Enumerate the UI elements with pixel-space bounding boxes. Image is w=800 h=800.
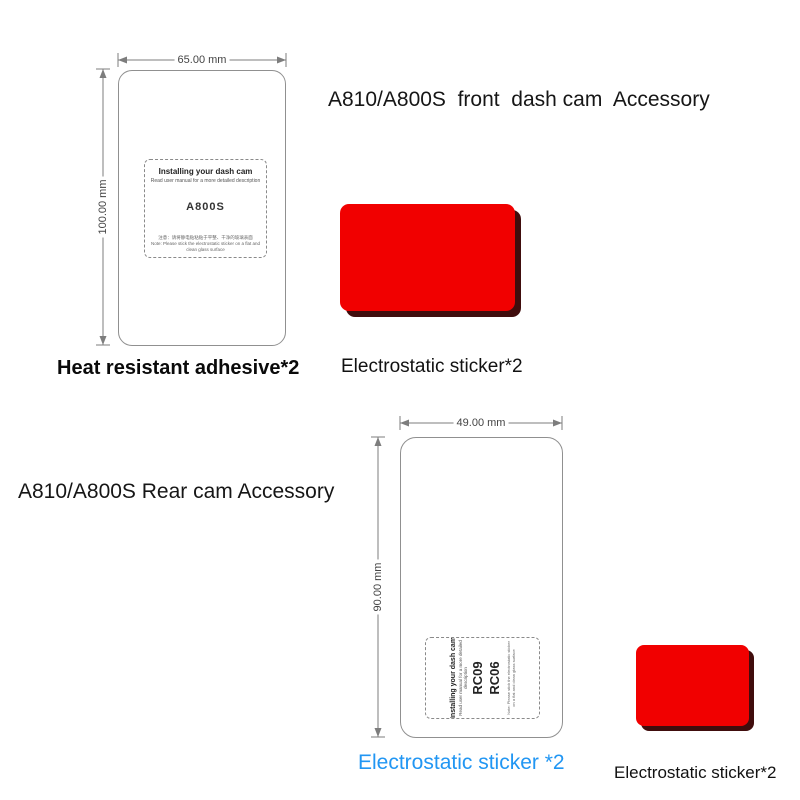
front-sticker-outline: Installing your dash cam Read user manua… — [118, 70, 286, 346]
rear-sticker-outline: Installing your dash cam Read user manua… — [400, 437, 563, 738]
rear-height-dimension-label: 90.00 mm — [372, 559, 384, 615]
front-height-dimension-label: 100.00 mm — [97, 176, 109, 238]
front-print-subheading: Read user manual for a more detailed des… — [150, 178, 261, 184]
front-print-note-cn: 注意：请将静电贴粘贴于平整、干净的玻璃表面 — [158, 234, 253, 240]
rear-electrostatic-sticker-label-black: Electrostatic sticker*2 — [614, 763, 777, 782]
front-width-dimension-label: 65.00 mm — [174, 54, 230, 66]
rear-print-heading: Installing your dash cam — [449, 637, 457, 719]
front-print-heading: Installing your dash cam — [158, 167, 253, 176]
rear-sticker-print-area: Installing your dash cam Read user manua… — [425, 637, 540, 719]
rear-print-note: Note: Please stick the electrostatic sti… — [505, 641, 516, 715]
front-sticker-print-area: Installing your dash cam Read user manua… — [144, 159, 267, 258]
rear-print-subheading: Read user manual for a more detailed des… — [457, 640, 468, 716]
rear-print-model-rc09: RC09 — [469, 661, 485, 695]
heat-resistant-adhesive-label: Heat resistant adhesive*2 — [57, 357, 300, 379]
rear-section-title: A810/A800S Rear cam Accessory — [18, 480, 335, 503]
front-section-title: A810/A800S front dash cam Accessory — [328, 88, 710, 111]
rear-electrostatic-sticker-label-blue: Electrostatic sticker *2 — [358, 751, 565, 774]
rear-width-dimension-label: 49.00 mm — [453, 417, 509, 429]
rear-print-model-rc06: RC06 — [486, 661, 502, 695]
front-electrostatic-sticker-label: Electrostatic sticker*2 — [341, 356, 523, 377]
rear-red-sticker-pad — [636, 645, 749, 726]
front-print-note-en: Note: Please stick the electrostatic sti… — [150, 240, 261, 252]
front-print-model: A800S — [186, 201, 225, 213]
front-print-note: 注意：请将静电贴粘贴于平整、干净的玻璃表面 Note: Please stick… — [148, 235, 263, 253]
front-red-adhesive-pad — [340, 204, 515, 311]
rear-print-rotated-content: Installing your dash cam Read user manua… — [430, 637, 536, 719]
